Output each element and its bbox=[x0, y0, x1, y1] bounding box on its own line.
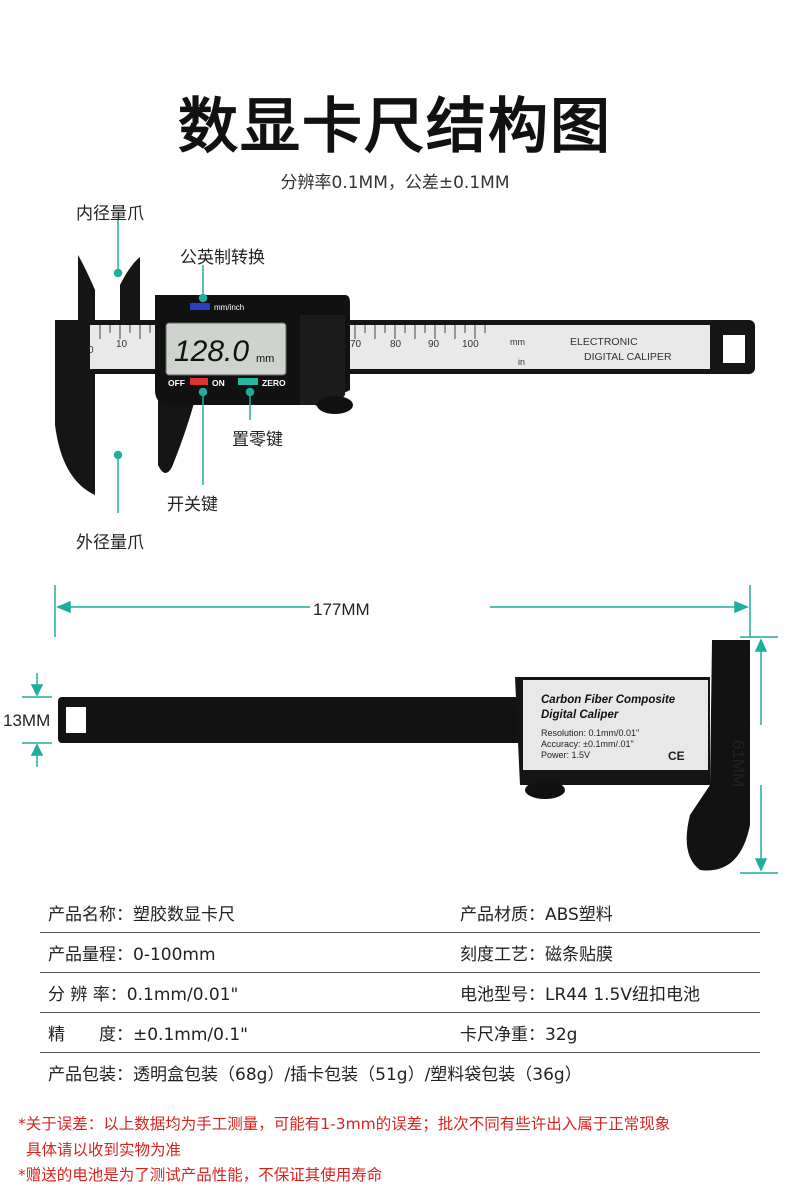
brand-line2: DIGITAL CALIPER bbox=[584, 351, 672, 363]
dimension-length: 177MM bbox=[313, 600, 370, 619]
scale-mark-100: 100 bbox=[462, 339, 479, 350]
thumb-grip bbox=[300, 315, 345, 409]
lcd-screen bbox=[165, 322, 287, 376]
back-power: Power: 1.5V bbox=[541, 750, 590, 760]
back-accuracy: Accuracy: ±0.1mm/.01" bbox=[541, 739, 634, 749]
caliper-front-illustration: 0 10 70 80 90 100 mm in ELECTRONIC DIGIT… bbox=[55, 220, 755, 513]
back-hang-hole bbox=[66, 707, 86, 733]
spec-row: 分 辨 率：0.1mm/0.01" 电池型号：LR44 1.5V纽扣电池 bbox=[40, 972, 760, 1013]
dimension-height: 61MM bbox=[729, 740, 748, 788]
scale-mark-10: 10 bbox=[116, 339, 128, 350]
caliper-back-illustration: Carbon Fiber Composite Digital Caliper R… bbox=[22, 585, 778, 874]
callout-lines bbox=[113, 220, 255, 513]
brand-line1: ELECTRONIC bbox=[570, 336, 638, 348]
back-label-line1: Carbon Fiber Composite bbox=[541, 694, 676, 706]
back-thumbwheel bbox=[525, 781, 565, 799]
unit-switch-button bbox=[190, 303, 210, 310]
back-resolution: Resolution: 0.1mm/0.01" bbox=[541, 728, 639, 738]
back-label-line2: Digital Caliper bbox=[541, 709, 619, 721]
on-label: ON bbox=[212, 378, 225, 388]
scale-ticks bbox=[99, 325, 486, 339]
height-dimension-line bbox=[740, 636, 778, 874]
spec-row: 产品量程：0-100mm 刻度工艺：磁条贴膜 bbox=[40, 932, 760, 973]
spec-accuracy: 精 度：±0.1mm/0.1" bbox=[48, 1025, 248, 1045]
back-beam bbox=[58, 697, 588, 743]
off-label: OFF bbox=[168, 378, 185, 388]
hang-hole bbox=[723, 335, 745, 363]
fixed-inner-jaw bbox=[78, 255, 95, 320]
scale-mark-0: 0 bbox=[88, 345, 94, 356]
zero-button bbox=[238, 378, 258, 385]
spec-product-name: 产品名称：塑胶数显卡尺 bbox=[48, 905, 235, 925]
spec-scale-process: 刻度工艺：磁条贴膜 bbox=[460, 945, 613, 965]
callout-power-key: 开关键 bbox=[167, 495, 218, 515]
spec-material: 产品材质：ABS塑料 bbox=[460, 905, 613, 925]
fixed-outer-jaw bbox=[55, 320, 95, 495]
zero-label: ZERO bbox=[262, 378, 286, 388]
unit-in-label: in bbox=[518, 357, 525, 367]
spec-battery: 电池型号：LR44 1.5V纽扣电池 bbox=[460, 985, 700, 1005]
callout-zero-key: 置零键 bbox=[232, 430, 283, 450]
sliding-inner-jaw bbox=[120, 257, 140, 320]
spec-packaging: 产品包装：透明盒包装（68g）/插卡包装（51g）/塑料袋包装（36g） bbox=[48, 1065, 582, 1085]
spec-row: 精 度：±0.1mm/0.1" 卡尺净重：32g bbox=[40, 1012, 760, 1053]
unit-mm-label: mm bbox=[510, 337, 525, 347]
thickness-dimension-line bbox=[22, 673, 52, 767]
callout-outer-jaw: 外径量爪 bbox=[76, 533, 144, 553]
note-error-cont: 具体请以收到实物为准 bbox=[26, 1141, 182, 1159]
back-jaw bbox=[686, 640, 750, 871]
power-button bbox=[190, 378, 208, 385]
spec-row: 产品名称：塑胶数显卡尺 产品材质：ABS塑料 bbox=[40, 892, 760, 933]
spec-range: 产品量程：0-100mm bbox=[48, 945, 216, 965]
dimension-thickness: 13MM bbox=[3, 711, 51, 730]
spec-resolution: 分 辨 率：0.1mm/0.01" bbox=[48, 985, 239, 1005]
note-battery: *赠送的电池是为了测试产品性能，不保证其使用寿命 bbox=[18, 1166, 383, 1184]
length-dimension-line bbox=[54, 585, 751, 637]
callout-unit-switch: 公英制转换 bbox=[180, 248, 265, 268]
thumbwheel bbox=[317, 396, 353, 414]
lcd-unit: mm bbox=[256, 353, 274, 365]
ce-mark: CE bbox=[668, 749, 685, 763]
back-label-plate bbox=[523, 680, 708, 770]
unit-switch-label: mm/inch bbox=[214, 303, 244, 312]
page-subtitle: 分辨率0.1MM，公差±0.1MM bbox=[280, 173, 510, 193]
scale-mark-80: 80 bbox=[390, 339, 402, 350]
scale-mark-90: 90 bbox=[428, 339, 440, 350]
page-title: 数显卡尺结构图 bbox=[178, 92, 612, 162]
spec-weight: 卡尺净重：32g bbox=[460, 1025, 578, 1045]
spec-row: 产品包装：透明盒包装（68g）/插卡包装（51g）/塑料袋包装（36g） bbox=[40, 1052, 760, 1092]
callout-inner-jaw: 内径量爪 bbox=[76, 204, 144, 224]
lcd-value: 128.0 bbox=[174, 335, 249, 368]
note-error: *关于误差：以上数据均为手工测量，可能有1-3mm的误差；批次不同有些许出入属于… bbox=[18, 1115, 671, 1133]
scale-mark-70: 70 bbox=[350, 339, 362, 350]
